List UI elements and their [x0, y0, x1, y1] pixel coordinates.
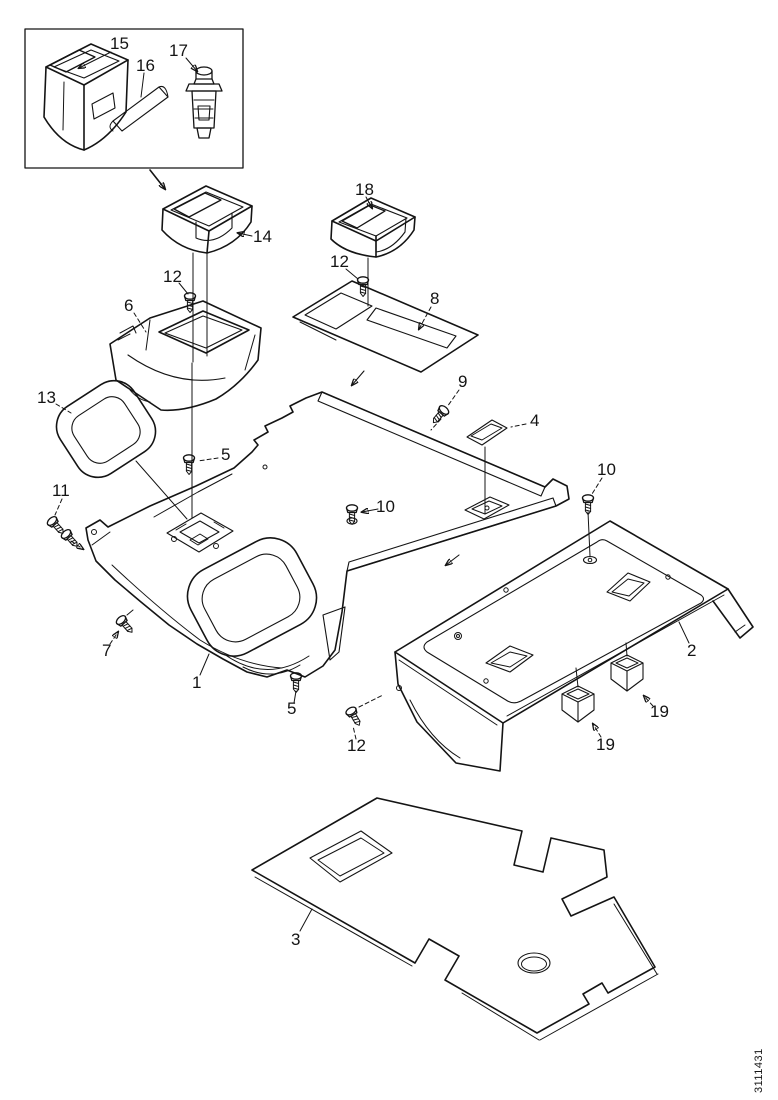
callout-5-lower: 5 — [287, 699, 297, 718]
callout-18: 18 — [355, 180, 374, 199]
part-8-bracket — [292, 280, 479, 373]
screw-11-a — [45, 514, 68, 538]
screw-10-left — [345, 504, 359, 526]
callout-19-left: 19 — [596, 735, 615, 754]
part-14-ashtray-housing — [161, 185, 253, 254]
fasteners — [45, 276, 595, 729]
part-3-floor-mat — [251, 797, 659, 1041]
callout-10-left: 10 — [376, 497, 395, 516]
callout-16: 16 — [136, 56, 155, 75]
part-4-cover-plate — [466, 419, 508, 446]
callout-12-rear: 12 — [330, 252, 349, 271]
callout-8: 8 — [430, 289, 440, 308]
assembly-lines — [191, 248, 628, 688]
leader-lines — [54, 51, 690, 932]
part-19-pad-right — [610, 654, 644, 692]
screw-12-bottom — [343, 704, 365, 729]
part-17-lighter-element — [185, 66, 223, 139]
callout-14: 14 — [253, 227, 272, 246]
part-18-tray — [330, 197, 416, 258]
part-13-bezel-ring — [55, 379, 188, 520]
callout-12-bottom: 12 — [347, 736, 366, 755]
screw-9 — [428, 403, 451, 427]
callout-12-front: 12 — [163, 267, 182, 286]
drawing-number: 3111431 — [753, 1048, 765, 1093]
callout-9: 9 — [458, 372, 468, 391]
screw-12-front — [183, 292, 197, 314]
part-1-console-floor-panel — [85, 370, 570, 678]
inset-detail-box — [24, 28, 244, 169]
part-19-pad-left — [561, 685, 595, 723]
callout-5-upper: 5 — [221, 445, 231, 464]
callout-17: 17 — [169, 41, 188, 60]
callout-4: 4 — [530, 411, 540, 430]
part-19-pads — [561, 654, 644, 723]
part-16-spring — [109, 86, 169, 132]
callout-6: 6 — [124, 296, 134, 315]
part-2-rear-panel — [394, 520, 754, 772]
callout-3: 3 — [291, 930, 301, 949]
screw-5-upper — [182, 454, 196, 476]
part-6-console-housing — [109, 300, 262, 412]
callout-7: 7 — [102, 641, 112, 660]
callout-10-right: 10 — [597, 460, 616, 479]
callout-15: 15 — [110, 34, 129, 53]
callout-2: 2 — [687, 641, 697, 660]
callout-11: 11 — [52, 481, 70, 500]
callout-13: 13 — [37, 388, 56, 407]
inset-border — [24, 28, 244, 169]
callout-19-right: 19 — [650, 702, 669, 721]
callout-1: 1 — [192, 673, 202, 692]
part-15-receptacle — [43, 43, 129, 151]
